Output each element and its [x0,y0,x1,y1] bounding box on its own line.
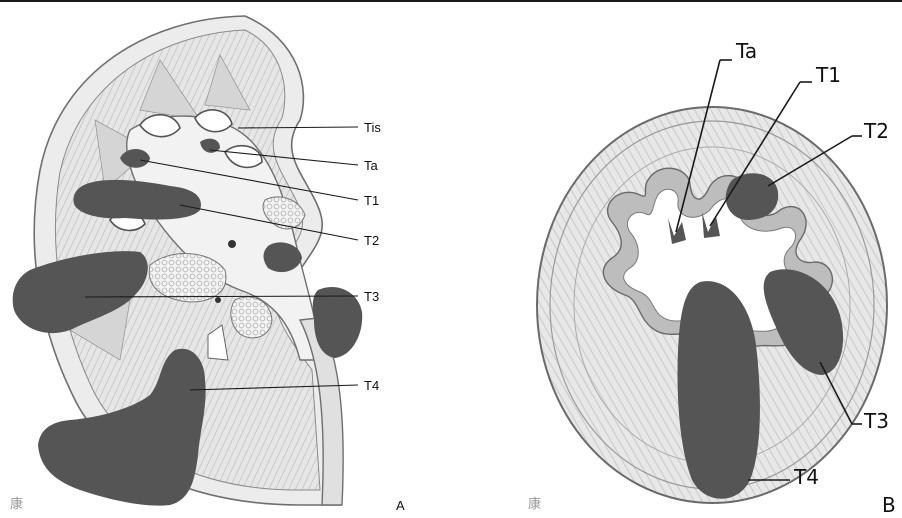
vessel [215,297,221,303]
label-ta-a: Ta [364,158,379,173]
label-t3-a: T3 [364,289,379,304]
label-t1-b: T1 [815,63,841,87]
label-ta-b: Ta [735,39,757,63]
panel-letter-a: A [396,498,405,513]
label-t4-b: T4 [793,465,819,489]
vessel [228,240,236,248]
label-t4-a: T4 [364,378,379,393]
panel-letter-b: B [882,493,896,517]
watermark-a: 康 [10,496,23,511]
label-tis-a: Tis [364,120,381,135]
panel-b: Ta T1 T2 T3 T4 康 B [528,39,896,517]
watermark-b: 康 [528,496,541,511]
label-t2-b: T2 [863,119,889,143]
label-t3-b: T3 [863,409,889,433]
panel-a: Tis Ta T1 T2 T3 T4 康 A [10,16,405,513]
label-t1-a: T1 [364,193,379,208]
label-t2-a: T2 [364,233,379,248]
tumor-t3b-a [313,287,362,358]
